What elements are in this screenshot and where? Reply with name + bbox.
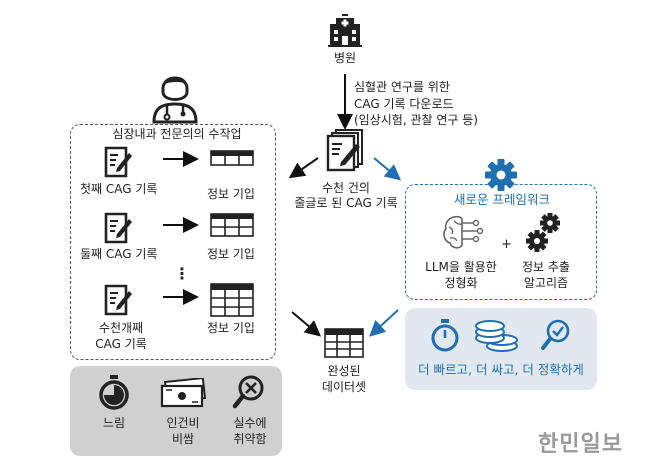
manual-title: 심장내과 전문의의 수작업 (80, 127, 274, 142)
framework-box (405, 184, 597, 300)
records-line-2: 줄글로 된 CAG 기록 (294, 196, 398, 210)
brain-icon (443, 215, 484, 249)
algo-line-2: 알고리즘 (523, 276, 569, 290)
row1-record-label: 첫째 CAG 기록 (80, 182, 158, 196)
algo-line-1: 정보 추출 (522, 260, 570, 274)
ellipsis: ⋮ (174, 264, 190, 283)
framework-title: 새로운 프레임워크 (454, 192, 550, 207)
manual-work-box (70, 124, 276, 360)
magnifier-x-icon (232, 375, 264, 409)
gear-icon (485, 159, 517, 191)
document-pen-icon (104, 284, 132, 316)
dataset-table-icon (324, 328, 364, 358)
magnifier-check-icon (541, 319, 570, 350)
table-large-icon (210, 283, 254, 317)
cons-label-3a: 실수에 (233, 416, 267, 430)
row2-record-label: 둘째 CAG 기록 (80, 247, 158, 261)
money-icon (160, 378, 207, 408)
row3-record-label-2: CAG 기록 (95, 337, 147, 351)
llm-line-2: 정형화 (444, 276, 478, 290)
document-pen-icon (104, 146, 132, 178)
cons-label-2b: 비쌈 (171, 432, 195, 446)
table-row-icon (210, 150, 254, 166)
arrow-records-to-manual (288, 157, 319, 179)
cons-label-3b: 취약함 (233, 432, 267, 446)
download-line-1: 심혈관 연구를 위한 (354, 80, 450, 94)
dataset-line-1: 완성된 (327, 364, 361, 378)
document-pen-icon (104, 212, 132, 244)
row1-result-label: 정보 기입 (207, 187, 255, 201)
cons-label-2a: 인건비 (166, 416, 200, 430)
table-small-icon (210, 213, 254, 237)
hospital-icon (328, 14, 362, 47)
row3-result-label: 정보 기입 (207, 321, 255, 335)
records-stack-icon (326, 129, 363, 172)
records-line-1: 수천 건의 (322, 181, 370, 195)
coins-icon (475, 320, 518, 352)
download-line-2: CAG 기록 다운로드 (354, 97, 454, 111)
download-line-3: (임상시험, 관찰 연구 등) (354, 113, 478, 127)
dataset-line-2: 데이터셋 (321, 380, 367, 394)
row3-record-label-1: 수천개째 (98, 321, 144, 335)
stopwatch-icon (431, 319, 459, 352)
publisher-watermark: 한민일보 (538, 432, 623, 457)
arrow-framework-to-dataset (369, 309, 399, 337)
benefits-text: 더 빠르고, 더 싸고, 더 정확하게 (418, 362, 584, 377)
doctor-icon (152, 76, 198, 124)
gears-icon (526, 213, 560, 252)
llm-line-1: LLM을 활용한 (425, 260, 497, 274)
cons-label-1: 느림 (102, 416, 126, 430)
arrow-manual-to-dataset (291, 311, 322, 337)
plus-sign: + (501, 237, 512, 252)
arrow-records-to-framework (373, 157, 402, 181)
hospital-label: 병원 (333, 51, 357, 65)
stopwatch-icon (99, 375, 129, 410)
row2-result-label: 정보 기입 (207, 247, 255, 261)
